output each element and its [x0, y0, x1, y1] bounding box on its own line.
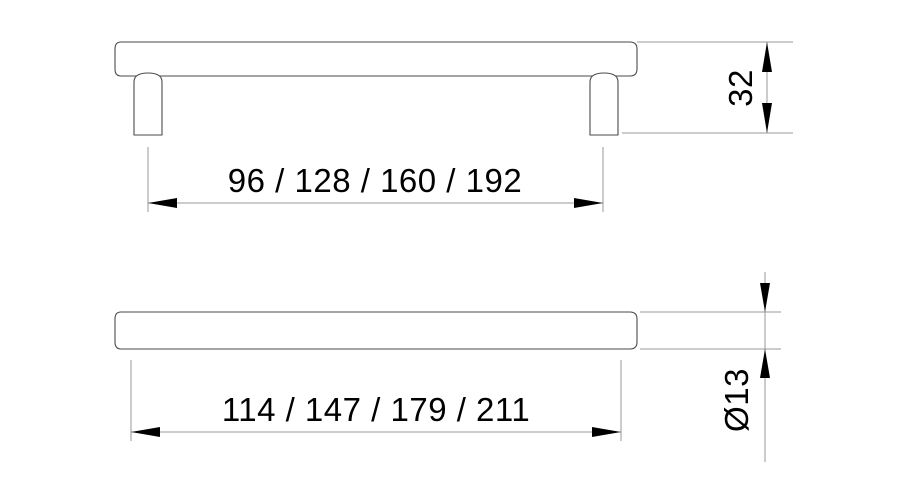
front-elevation-view [114, 41, 638, 136]
arrow-head-left [148, 198, 177, 208]
center-to-center-dimension: 96 / 128 / 160 / 192 [147, 147, 604, 212]
arrow-head-right [574, 198, 603, 208]
handle-bar-plan [114, 311, 638, 350]
arrow-head-left [131, 427, 160, 437]
diameter-label: Ø13 [718, 368, 755, 432]
center-to-center-label: 96 / 128 / 160 / 192 [228, 162, 522, 199]
overall-length-dimension: 114 / 147 / 179 / 211 [130, 360, 622, 441]
overall-length-label: 114 / 147 / 179 / 211 [222, 391, 530, 428]
mounting-post-left [133, 72, 163, 136]
handle-bar-front [114, 41, 638, 77]
diameter-dimension: Ø13 [640, 272, 781, 462]
arrow-head-top [760, 283, 770, 312]
arrow-head-bottom [762, 103, 772, 133]
arrow-head-bottom [760, 349, 770, 378]
height-label: 32 [722, 69, 759, 107]
plan-view [114, 311, 638, 350]
arrow-head-right [592, 427, 621, 437]
arrow-head-top [762, 42, 772, 72]
height-dimension: 32 [622, 41, 793, 134]
mounting-post-right [589, 72, 619, 136]
